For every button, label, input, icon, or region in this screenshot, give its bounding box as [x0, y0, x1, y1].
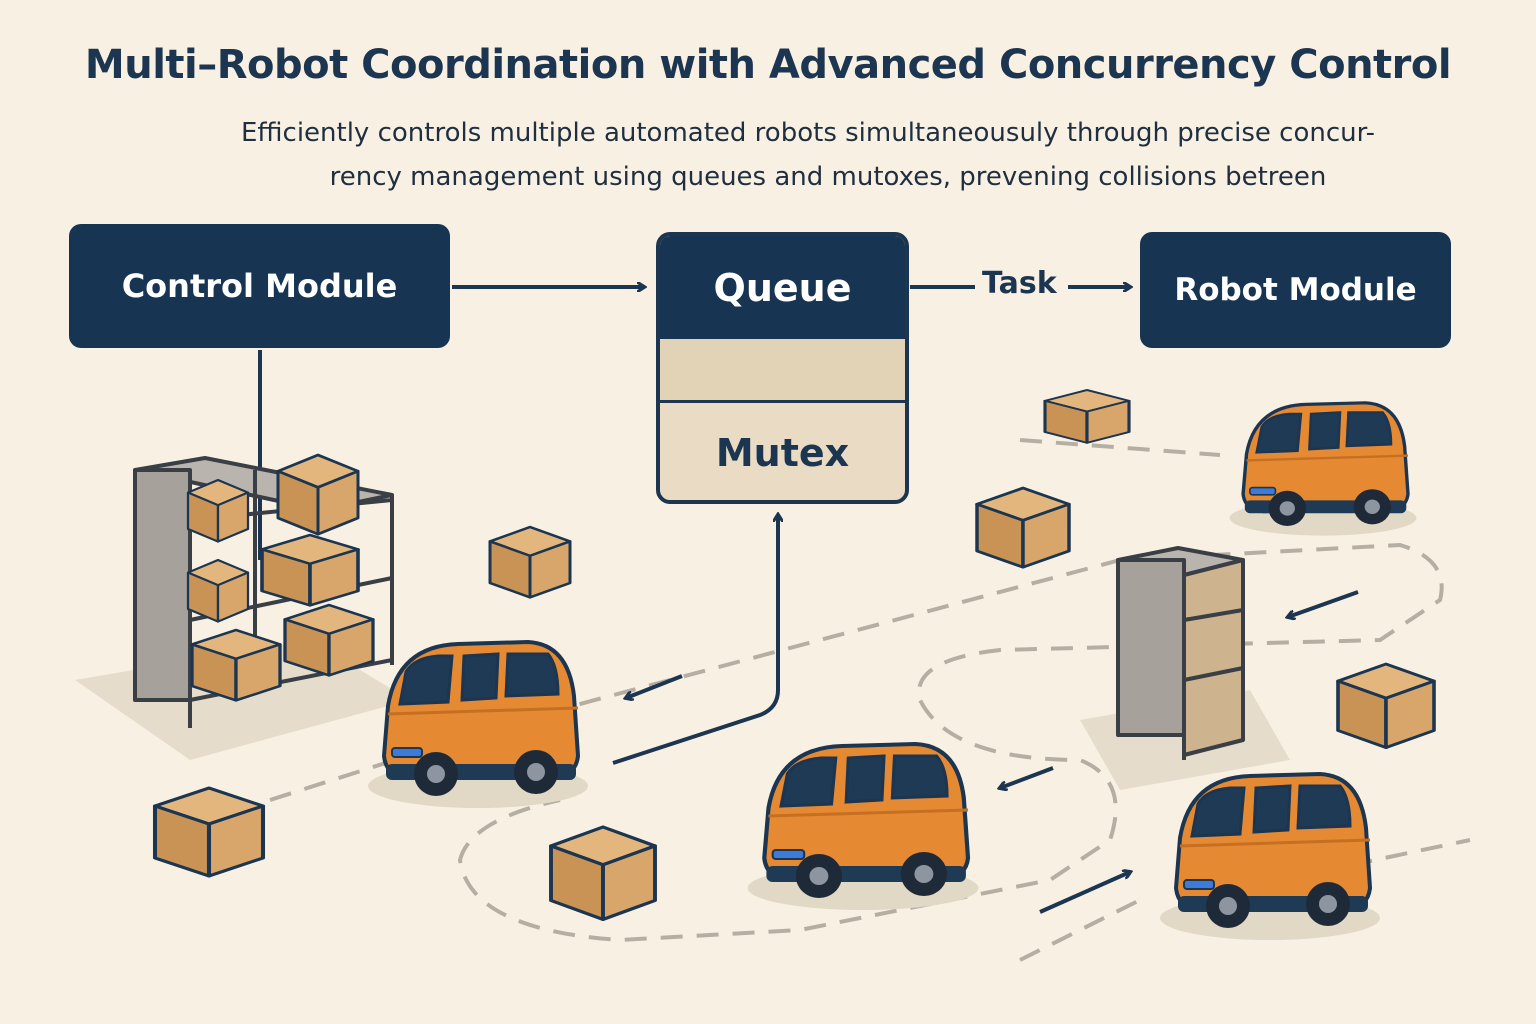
robot-module-box: Robot Module	[1140, 232, 1451, 348]
mutex-label: Mutex	[715, 431, 850, 475]
arrow-icon	[626, 674, 683, 698]
control-module-box: Control Module	[69, 224, 450, 348]
queue-divider	[660, 339, 905, 403]
page-title: Multi–Robot Coordination with Advanced C…	[84, 42, 1452, 88]
arrow-icon	[1000, 766, 1054, 788]
queue-label: Queue	[660, 236, 905, 339]
arrow-icon	[1288, 590, 1359, 617]
task-label: Task	[982, 266, 1057, 301]
shelf-icon	[1116, 546, 1245, 760]
queue-mutex-block: Queue Mutex	[656, 232, 909, 504]
subtitle-line-2: rency management using queues and mutoxe…	[329, 162, 1327, 192]
cardboard-box-icon	[186, 453, 375, 703]
connector-lines	[258, 287, 1130, 765]
subtitle-line-1: Efficiently controls multiple automated …	[240, 118, 1376, 148]
arrow-icon	[1039, 872, 1130, 914]
robot-path	[269, 438, 1471, 962]
direction-arrows	[626, 590, 1359, 914]
